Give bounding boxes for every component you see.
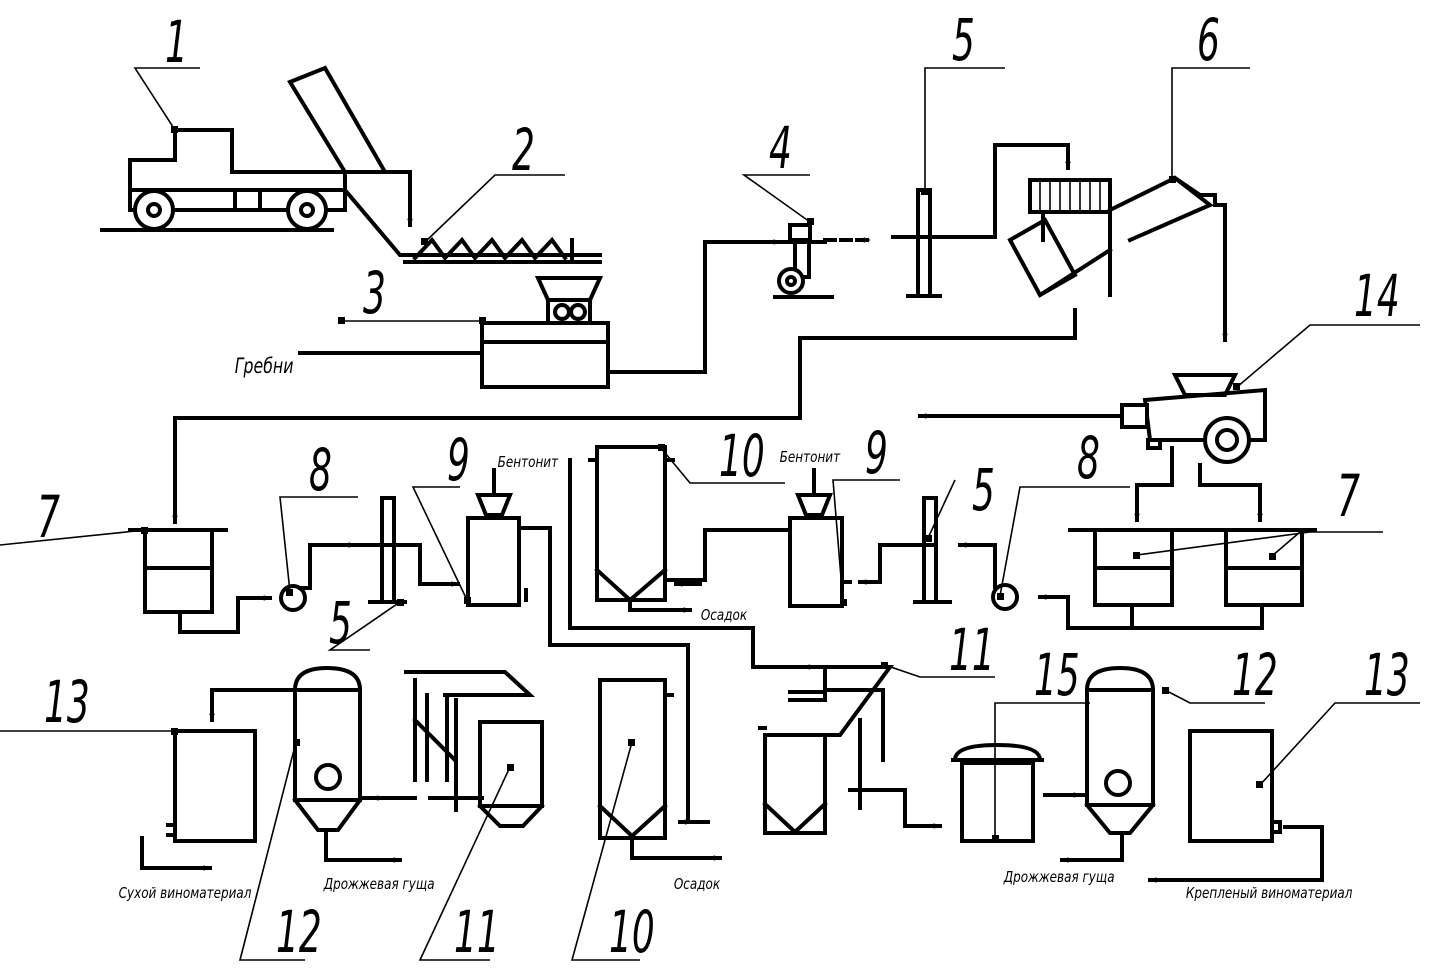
settling-tank-top [568, 445, 817, 670]
item-number-9-right: 9 [865, 420, 888, 487]
leader-lines [0, 67, 1420, 961]
label-osadok-top: Осадок [701, 607, 748, 625]
tank-7-left [128, 528, 272, 634]
heat-exchanger-left [353, 496, 460, 604]
item-numbers: 1 2 3 4 5 6 14 7 8 5 9 10 9 5 8 7 11 15 … [37, 7, 1410, 966]
pipe-3-4 [606, 240, 772, 374]
item-number-10-bottom: 10 [609, 899, 655, 966]
item-number-11-left: 11 [454, 899, 500, 966]
label-bentonit-right: Бентонит [780, 449, 841, 467]
item-number-13-right: 13 [1364, 642, 1410, 709]
item-number-8-right: 8 [1077, 425, 1100, 492]
label-grebni: Гребни [235, 355, 294, 379]
item-number-11-right: 11 [949, 617, 995, 684]
item-number-2: 2 [512, 117, 535, 184]
tank-15 [951, 742, 1082, 843]
flow-labels: Гребни Бентонит Бентонит Осадок Осадок С… [119, 355, 1353, 903]
filter-11-left [404, 670, 545, 828]
settling-tank-bottom [597, 678, 722, 861]
must-pump [773, 223, 872, 299]
item-number-9-left: 9 [447, 427, 470, 494]
label-drozhzhevaya-gushcha-left: Дрожжевая гуща [323, 876, 435, 894]
item-number-1: 1 [165, 9, 188, 76]
storage-tank-13-right [1148, 729, 1324, 883]
pipe-press-to-tank [173, 308, 1077, 512]
label-sukhoy-vinomaterial: Сухой виноматериал [119, 885, 252, 903]
item-number-5-top: 5 [952, 7, 975, 74]
item-number-3: 3 [363, 260, 386, 327]
item-number-13-left: 13 [44, 669, 90, 736]
item-number-12-right: 12 [1232, 642, 1278, 709]
screw-conveyor [403, 236, 602, 264]
truck-unloader [100, 65, 389, 232]
bentonite-mixer-right [788, 468, 882, 608]
filter-11-right [758, 665, 942, 835]
item-number-15: 15 [1034, 642, 1080, 709]
item-number-7-right: 7 [1337, 463, 1360, 530]
drainer-press [1007, 175, 1228, 342]
label-osadok-bottom: Осадок [674, 876, 721, 894]
item-number-14: 14 [1354, 263, 1400, 330]
pump-mixer [918, 373, 1267, 522]
bentonite-mixer-left [466, 468, 690, 820]
item-number-5-right: 5 [972, 457, 995, 524]
label-bentonit-left: Бентонит [498, 454, 559, 472]
item-number-10-top: 10 [719, 423, 765, 490]
crusher-destemmer [298, 276, 610, 389]
item-number-6: 6 [1197, 7, 1220, 74]
yeast-tank-12-left [292, 665, 417, 863]
item-number-5-left: 5 [329, 590, 352, 657]
heat-exchanger-right [878, 496, 997, 604]
label-drozhzhevaya-gushcha-right: Дрожжевая гуща [1003, 869, 1115, 887]
chute [343, 170, 412, 202]
item-number-4: 4 [769, 115, 792, 182]
pump-8-right [991, 543, 1070, 611]
tanks-7-right [1066, 528, 1317, 630]
item-number-12-left: 12 [276, 899, 322, 966]
yeast-tank-12-right [1060, 665, 1156, 863]
storage-tank-13-left [140, 688, 294, 871]
reference-dots [141, 126, 1276, 842]
item-number-8-left: 8 [309, 437, 332, 504]
chute-slope [342, 187, 602, 257]
label-kreplenyi-vinomaterial: Крепленый виноматериал [1186, 885, 1353, 903]
item-number-7-left: 7 [37, 484, 60, 551]
